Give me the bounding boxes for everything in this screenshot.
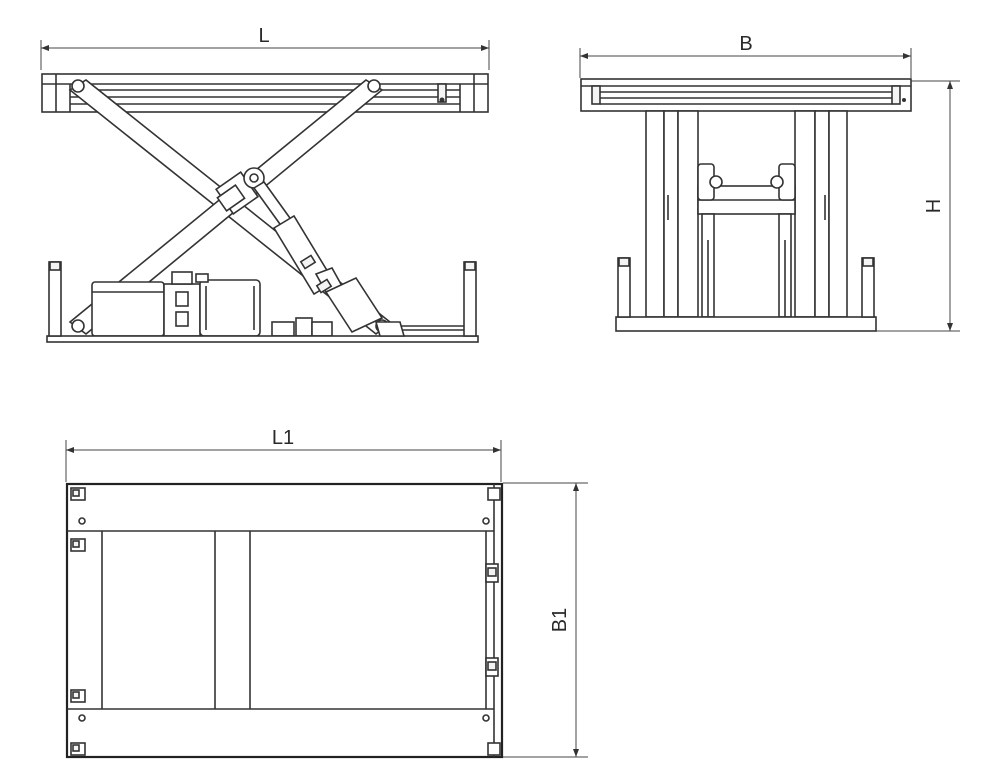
plan-view: L1 B1 [65, 427, 588, 759]
label-l1: L1 [272, 427, 294, 449]
plan-frame [65, 482, 504, 759]
dimension-l: L [40, 25, 490, 70]
front-base [615, 257, 877, 332]
front-crossmember [697, 163, 796, 318]
front-columns [645, 110, 848, 318]
label-b1: B1 [549, 608, 571, 632]
front-platform [580, 78, 912, 112]
front-view: B H [579, 33, 960, 332]
label-b: B [739, 33, 752, 55]
dimension-b: B [579, 33, 912, 78]
side-view: L [40, 25, 490, 343]
dimension-b1: B1 [503, 482, 588, 758]
dimension-h: H [876, 80, 960, 332]
power-unit [91, 271, 261, 337]
plan-fittings [70, 487, 501, 756]
label-l: L [258, 25, 269, 47]
base-fittings [271, 317, 333, 337]
label-h: H [923, 199, 945, 213]
dimension-l1: L1 [65, 427, 502, 482]
side-base [46, 261, 479, 343]
cylinder-bracket [214, 167, 265, 216]
hydraulic-cylinder [252, 180, 384, 334]
